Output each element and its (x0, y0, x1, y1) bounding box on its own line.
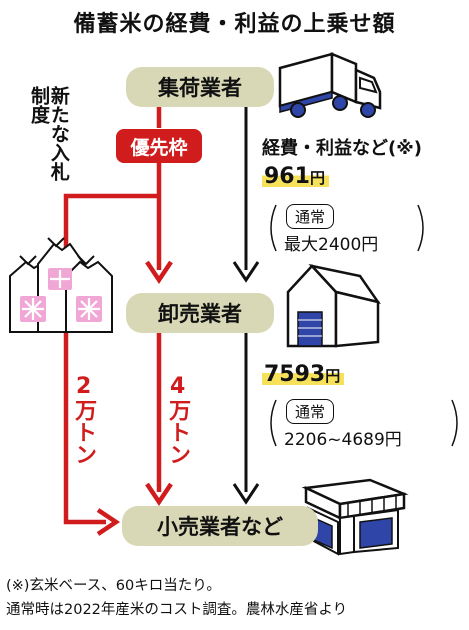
bracket-left-collector (270, 204, 277, 252)
bracket-right-collector (417, 204, 424, 252)
warehouse-icon (286, 263, 381, 348)
truck-icon (278, 52, 382, 118)
collector-cost-value: 961円 (262, 164, 329, 189)
collector-cost-label: 経費・利益など(※) (262, 138, 422, 159)
wholesaler-cost-number: 7593 (264, 362, 326, 387)
footnote-2: 通常時は2022年産米のコスト調査。農林水産省より (6, 602, 348, 618)
wholesaler-normal-tag: 通常 (286, 399, 335, 424)
rice-bags-icon (9, 237, 113, 333)
arrowhead-retailer-black (232, 483, 260, 505)
bracket-left-wholesaler (270, 399, 277, 447)
arrowhead-wholesaler-red (145, 260, 173, 285)
stage-collector: 集荷業者 (126, 67, 274, 107)
arrowhead-wholesaler-black (232, 261, 260, 283)
collector-normal-range: 最大2400円 (284, 235, 379, 255)
store-icon (301, 478, 409, 556)
stage-wholesaler: 卸売業者 (126, 293, 274, 333)
wholesaler-cost-unit: 円 (325, 367, 341, 385)
arrow-red-left-branch (63, 193, 159, 525)
wholesaler-normal-tag-wrap: 通常 (286, 399, 335, 424)
priority-quota-label: 優先枠 (116, 129, 202, 163)
page-title: 備蓄米の経費・利益の上乗せ額 (73, 12, 396, 37)
collector-cost-unit: 円 (309, 169, 325, 187)
wholesaler-normal-range: 2206~4689円 (284, 430, 402, 450)
stage-retailer: 小売業者など (122, 506, 318, 546)
collector-normal-tag-wrap: 通常 (286, 204, 335, 229)
wholesaler-cost-value: 7593円 (262, 362, 345, 387)
flow-middle-amount: 4万トン (165, 374, 191, 465)
arrowhead-retailer-red-left (96, 508, 121, 536)
footnote-1: (※)玄米ベース、60キロ当たり。 (6, 578, 221, 594)
new-system-label: 新たな入札制度 (27, 86, 70, 181)
bracket-right-wholesaler (451, 399, 458, 447)
flow-left-amount: 2万トン (71, 374, 97, 465)
arrowhead-retailer-red-mid (145, 482, 173, 507)
collector-normal-tag: 通常 (286, 204, 335, 229)
collector-cost-number: 961 (264, 164, 310, 189)
